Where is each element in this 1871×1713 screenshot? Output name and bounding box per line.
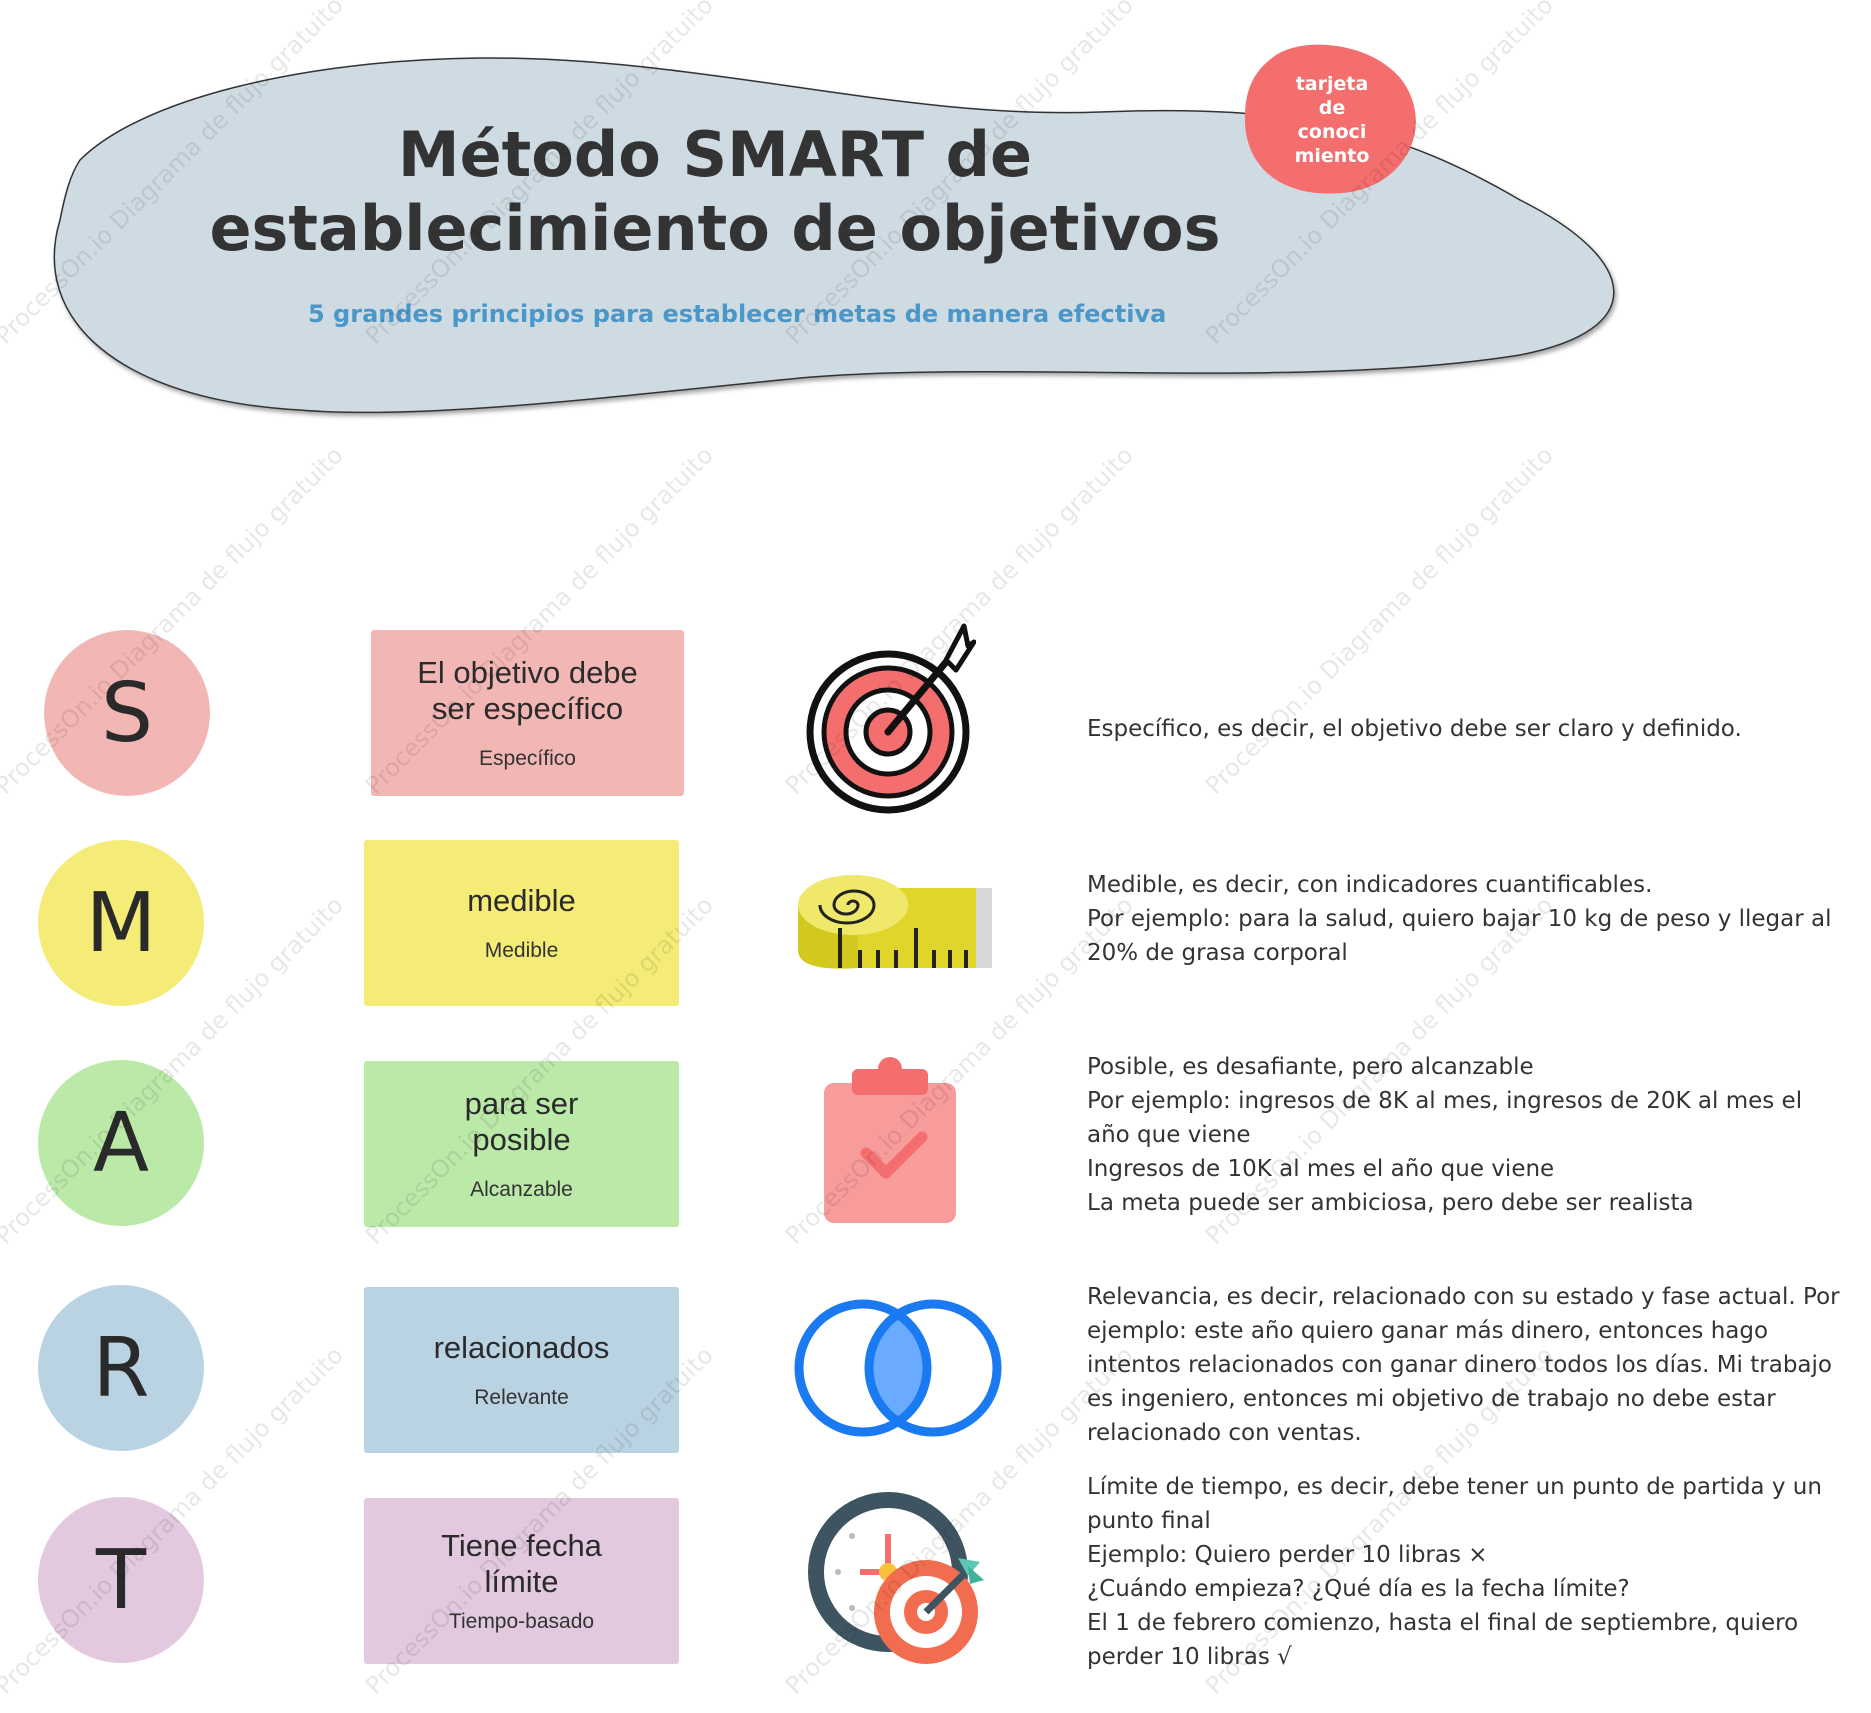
letter-text: A (92, 1095, 150, 1191)
letter-text: T (95, 1532, 147, 1628)
letter-text: R (92, 1320, 150, 1416)
letter-circle-r: R (38, 1285, 204, 1451)
card-title-line: Tiene fecha (441, 1528, 602, 1563)
letter-text: S (100, 665, 154, 761)
principle-description: Específico, es decir, el objetivo debe s… (1087, 712, 1847, 746)
description-line: Por ejemplo: para la salud, quiero bajar… (1087, 906, 1832, 966)
card-title-line: para ser (464, 1086, 579, 1121)
card-subtitle: Específico (479, 747, 576, 770)
venn-circles-icon (793, 1298, 1003, 1442)
card-title: medible (467, 883, 576, 919)
card-title: relacionados (434, 1330, 610, 1366)
measuring-tape-icon (798, 860, 998, 984)
principle-description: Relevancia, es decir, relacionado con su… (1087, 1280, 1847, 1450)
description-line: Relevancia, es decir, relacionado con su… (1087, 1284, 1840, 1446)
description-line: Medible, es decir, con indicadores cuant… (1087, 872, 1653, 898)
card-title-line: El objetivo debe (417, 655, 638, 690)
badge-text-line: conoci (1297, 121, 1367, 143)
page-subtitle: 5 grandes principios para establecer met… (308, 300, 1167, 328)
letter-circle-m: M (38, 840, 204, 1006)
card-title-line: posible (472, 1122, 571, 1157)
target-arrow-icon (806, 620, 977, 824)
letter-circle-a: A (38, 1060, 204, 1226)
badge-blob-icon (1244, 44, 1416, 194)
card-subtitle: Alcanzable (470, 1178, 573, 1201)
description-line: Límite de tiempo, es decir, debe tener u… (1087, 1474, 1822, 1534)
badge-text-line: tarjeta (1295, 73, 1369, 95)
card-subtitle: Medible (484, 939, 559, 962)
header-blob (53, 57, 1615, 414)
clock-target-icon (808, 1492, 988, 1676)
description-line: Ingresos de 10K al mes el año que viene (1087, 1156, 1555, 1182)
badge-text-line: miento (1294, 145, 1370, 167)
letter-text: M (85, 875, 157, 971)
card-title-line: ser específico (431, 691, 624, 726)
letter-circle-s: S (44, 630, 210, 796)
card-title-line: medible (467, 883, 576, 918)
description-line: Específico, es decir, el objetivo debe s… (1087, 716, 1742, 742)
page-title-line2: establecimiento de objetivos (209, 192, 1221, 265)
card-subtitle: Tiempo-basado (448, 1610, 595, 1633)
description-line: El 1 de febrero comienzo, hasta el final… (1087, 1610, 1799, 1670)
principle-description: Medible, es decir, con indicadores cuant… (1087, 868, 1847, 970)
description-line: Ejemplo: Quiero perder 10 libras × (1087, 1542, 1488, 1568)
letter-circle-t: T (38, 1497, 204, 1663)
clipboard-check-icon (822, 1055, 962, 1229)
description-line: Por ejemplo: ingresos de 8K al mes, ingr… (1087, 1088, 1803, 1148)
description-line: La meta puede ser ambiciosa, pero debe s… (1087, 1190, 1694, 1216)
principle-description: Límite de tiempo, es decir, debe tener u… (1087, 1470, 1847, 1674)
card-subtitle: Relevante (474, 1386, 569, 1409)
description-line: ¿Cuándo empieza? ¿Qué día es la fecha lí… (1087, 1576, 1630, 1602)
description-line: Posible, es desafiante, pero alcanzable (1087, 1054, 1534, 1080)
badge-text-line: de (1318, 97, 1346, 119)
card-title-line: límite (484, 1564, 559, 1599)
card-title-line: relacionados (433, 1330, 610, 1365)
page-title-line1: Método SMART de (397, 118, 1033, 191)
